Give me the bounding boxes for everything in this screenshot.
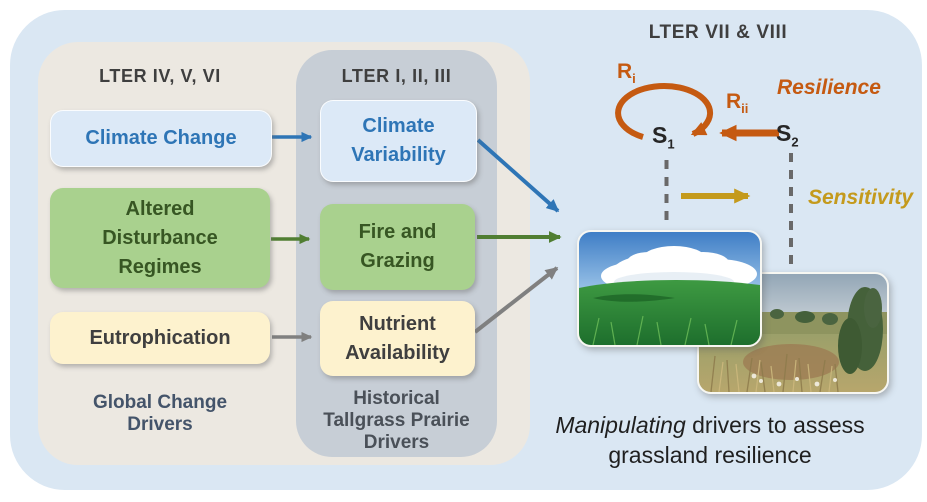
right-section-header: LTER VII & VIII (648, 22, 788, 43)
resilience-label: Resilience (777, 76, 881, 99)
green-grassland-photo (577, 230, 762, 347)
left-column-header: LTER IV, V, VI (99, 66, 221, 86)
global-change-drivers-label: Global Change Drivers (92, 392, 228, 435)
eutrophication-box: Eutrophication (50, 312, 270, 364)
r-i-label: Ri (617, 60, 636, 87)
s1-label: S1 (652, 122, 675, 152)
altered-disturbance-box: Altered Disturbance Regimes (50, 188, 270, 288)
caption-line1-rest: drivers to assess (685, 412, 865, 438)
climate-change-box: Climate Change (50, 110, 272, 167)
nutrient-availability-label: Nutrient Availability (345, 312, 450, 364)
fire-grazing-label: Fire and Grazing (358, 221, 437, 272)
caption-text: Manipulating drivers to assess grassland… (540, 410, 880, 470)
caption-line2: grassland resilience (608, 442, 812, 468)
r-ii-label: Rii (726, 90, 749, 117)
climate-change-label: Climate Change (85, 127, 237, 149)
sensitivity-label: Sensitivity (808, 186, 914, 209)
s2-label: S2 (776, 120, 799, 150)
historical-tallgrass-drivers-label: Historical Tallgrass Prairie Drivers (323, 388, 470, 453)
nutrient-availability-box: Nutrient Availability (320, 301, 475, 376)
middle-column-header: LTER I, II, III (341, 66, 452, 86)
altered-disturbance-label: Altered Disturbance Regimes (102, 197, 218, 278)
climate-variability-label: Climate Variability (351, 115, 446, 166)
caption-italic-word: Manipulating (555, 412, 686, 438)
fire-grazing-box: Fire and Grazing (320, 204, 475, 290)
climate-variability-box: Climate Variability (320, 100, 477, 182)
eutrophication-label: Eutrophication (89, 326, 231, 349)
